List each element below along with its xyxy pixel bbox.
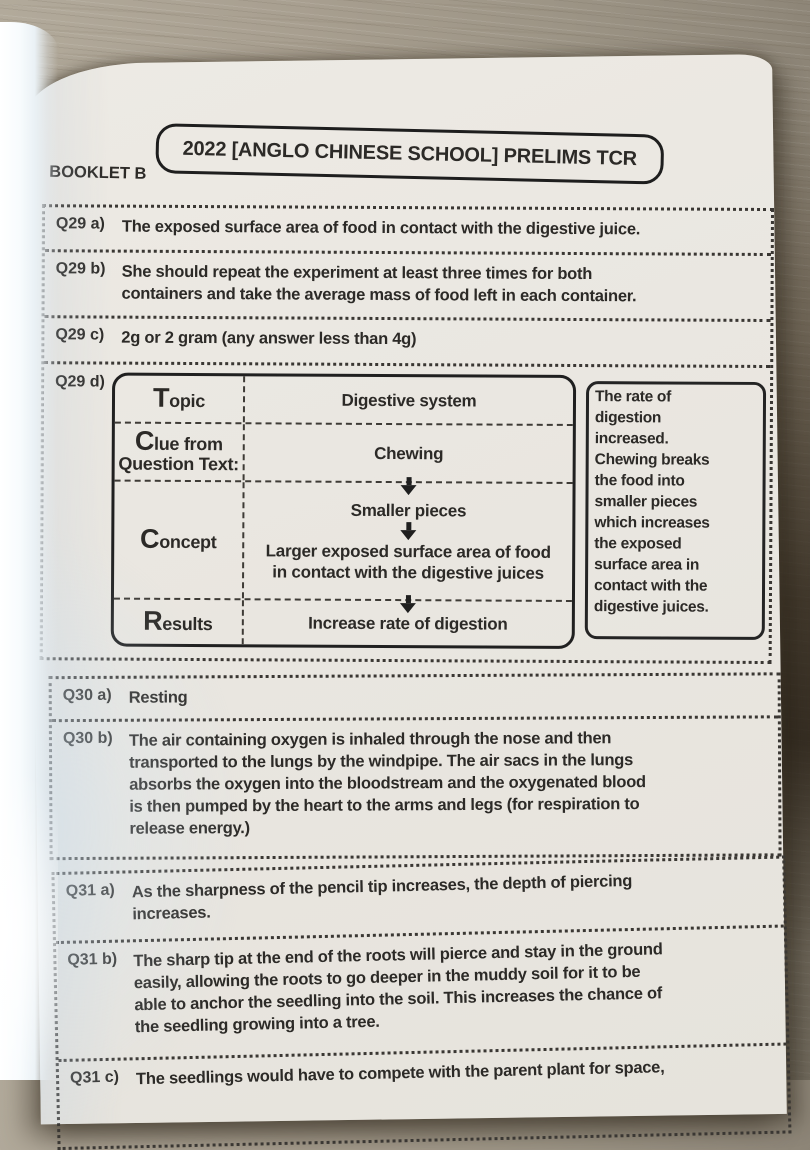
arrow-down-icon xyxy=(400,477,417,496)
answer-row-q29b: Q29 b) She should repeat the experiment … xyxy=(44,249,771,320)
table-label-concept: Concept xyxy=(113,481,245,599)
concept-initial: C xyxy=(139,523,160,554)
answer-text-q31b: The sharp tip at the end of the roots wi… xyxy=(133,940,663,1037)
topic-value: Digestive system xyxy=(341,390,477,410)
question-label-q29d: Q29 d) xyxy=(55,373,105,391)
answer-row-q31c: Q31 c) The seedlings would have to compe… xyxy=(58,1042,789,1148)
question-label-q29c: Q29 c) xyxy=(55,326,105,344)
answer-text-q31c: The seedlings would have to compete with… xyxy=(135,1058,665,1089)
table-value-clue: Chewing xyxy=(245,424,573,496)
question-label-q30b: Q30 b) xyxy=(62,729,113,748)
section-q31: Q31 a) As the sharpness of the pencil ti… xyxy=(51,855,792,1150)
answer-row-q30a: Q30 a) Resting xyxy=(52,675,778,719)
answer-text-q30b: The air containing oxygen is inhaled thr… xyxy=(128,729,646,838)
page-header-area: 2022 [ANGLO CHINESE SCHOOL] PRELIMS TCR … xyxy=(27,62,776,219)
table-value-concept: Smaller pieces Larger exposed surface ar… xyxy=(244,482,573,614)
table-row-topic: Topic Digestive system xyxy=(114,375,573,424)
answer-text-q29c: 2g or 2 gram (any answer less than 4g) xyxy=(121,328,417,349)
clue-rest: lue from xyxy=(154,433,223,454)
answer-text-q31a: As the sharpness of the pencil tip incre… xyxy=(131,871,633,924)
concept-rest: oncept xyxy=(159,531,217,553)
table-row-concept: Concept Smaller pieces Larger exposed su… xyxy=(113,479,573,614)
answer-text-q29b: She should repeat the experiment at leas… xyxy=(121,262,637,306)
section-q30: Q30 a) Resting Q30 b) The air containing… xyxy=(48,672,782,861)
question-label-q31a: Q31 a) xyxy=(65,881,115,900)
results-rest: esults xyxy=(162,613,213,635)
table-label-topic: Topic xyxy=(114,375,246,423)
question-label-q29b: Q29 b) xyxy=(55,260,106,278)
concept-table: Topic Digestive system Clue from Questio… xyxy=(110,372,577,650)
section-q29: Q29 a) The exposed surface area of food … xyxy=(39,204,775,665)
topic-initial: T xyxy=(152,382,170,413)
question-label-q29a: Q29 a) xyxy=(55,215,105,233)
answer-row-q31b: Q31 b) The sharp tip at the end of the r… xyxy=(55,924,787,1060)
book-page: 2022 [ANGLO CHINESE SCHOOL] PRELIMS TCR … xyxy=(26,54,792,1150)
answer-row-q29d: Q29 d) Topic Digestive system Clue from … xyxy=(42,361,771,662)
answer-row-q29c: Q29 c) 2g or 2 gram (any answer less tha… xyxy=(44,315,771,366)
table-value-topic: Digestive system xyxy=(245,376,573,424)
answer-text-q30a: Resting xyxy=(128,688,188,707)
table-label-results: Results xyxy=(113,599,244,645)
booklet-label: BOOKLET B xyxy=(49,162,147,183)
clue-initial: C xyxy=(134,425,155,456)
topic-rest: opic xyxy=(169,390,206,411)
results-value: Increase rate of digestion xyxy=(308,613,508,634)
table-row-results: Results Increase rate of digestion xyxy=(113,597,572,646)
question-label-q31c: Q31 c) xyxy=(69,1068,120,1087)
answer-row-q29a: Q29 a) The exposed surface area of food … xyxy=(45,207,771,253)
exam-header-box: 2022 [ANGLO CHINESE SCHOOL] PRELIMS TCR xyxy=(155,123,665,185)
answer-row-q30b: Q30 b) The air containing oxygen is inha… xyxy=(51,715,779,858)
question-label-q31b: Q31 b) xyxy=(67,950,118,969)
arrow-down-icon xyxy=(399,595,416,614)
table-label-clue: Clue from Question Text: xyxy=(114,423,245,481)
question-label-q30a: Q30 a) xyxy=(62,686,112,705)
clue-value: Chewing xyxy=(374,443,444,463)
results-initial: R xyxy=(143,605,163,636)
concept-step1: Smaller pieces xyxy=(350,500,467,520)
table-row-clue: Clue from Question Text: Chewing xyxy=(114,421,573,496)
answer-text-q29a: The exposed surface area of food in cont… xyxy=(121,217,641,239)
arrow-down-icon xyxy=(400,521,417,540)
concept-step2: Larger exposed surface area of food in c… xyxy=(265,540,551,583)
clue-line2: Question Text: xyxy=(118,453,239,475)
side-note-box: The rate of digestion increased. Chewing… xyxy=(584,381,767,640)
exam-header-title: 2022 [ANGLO CHINESE SCHOOL] PRELIMS TCR xyxy=(182,137,638,170)
